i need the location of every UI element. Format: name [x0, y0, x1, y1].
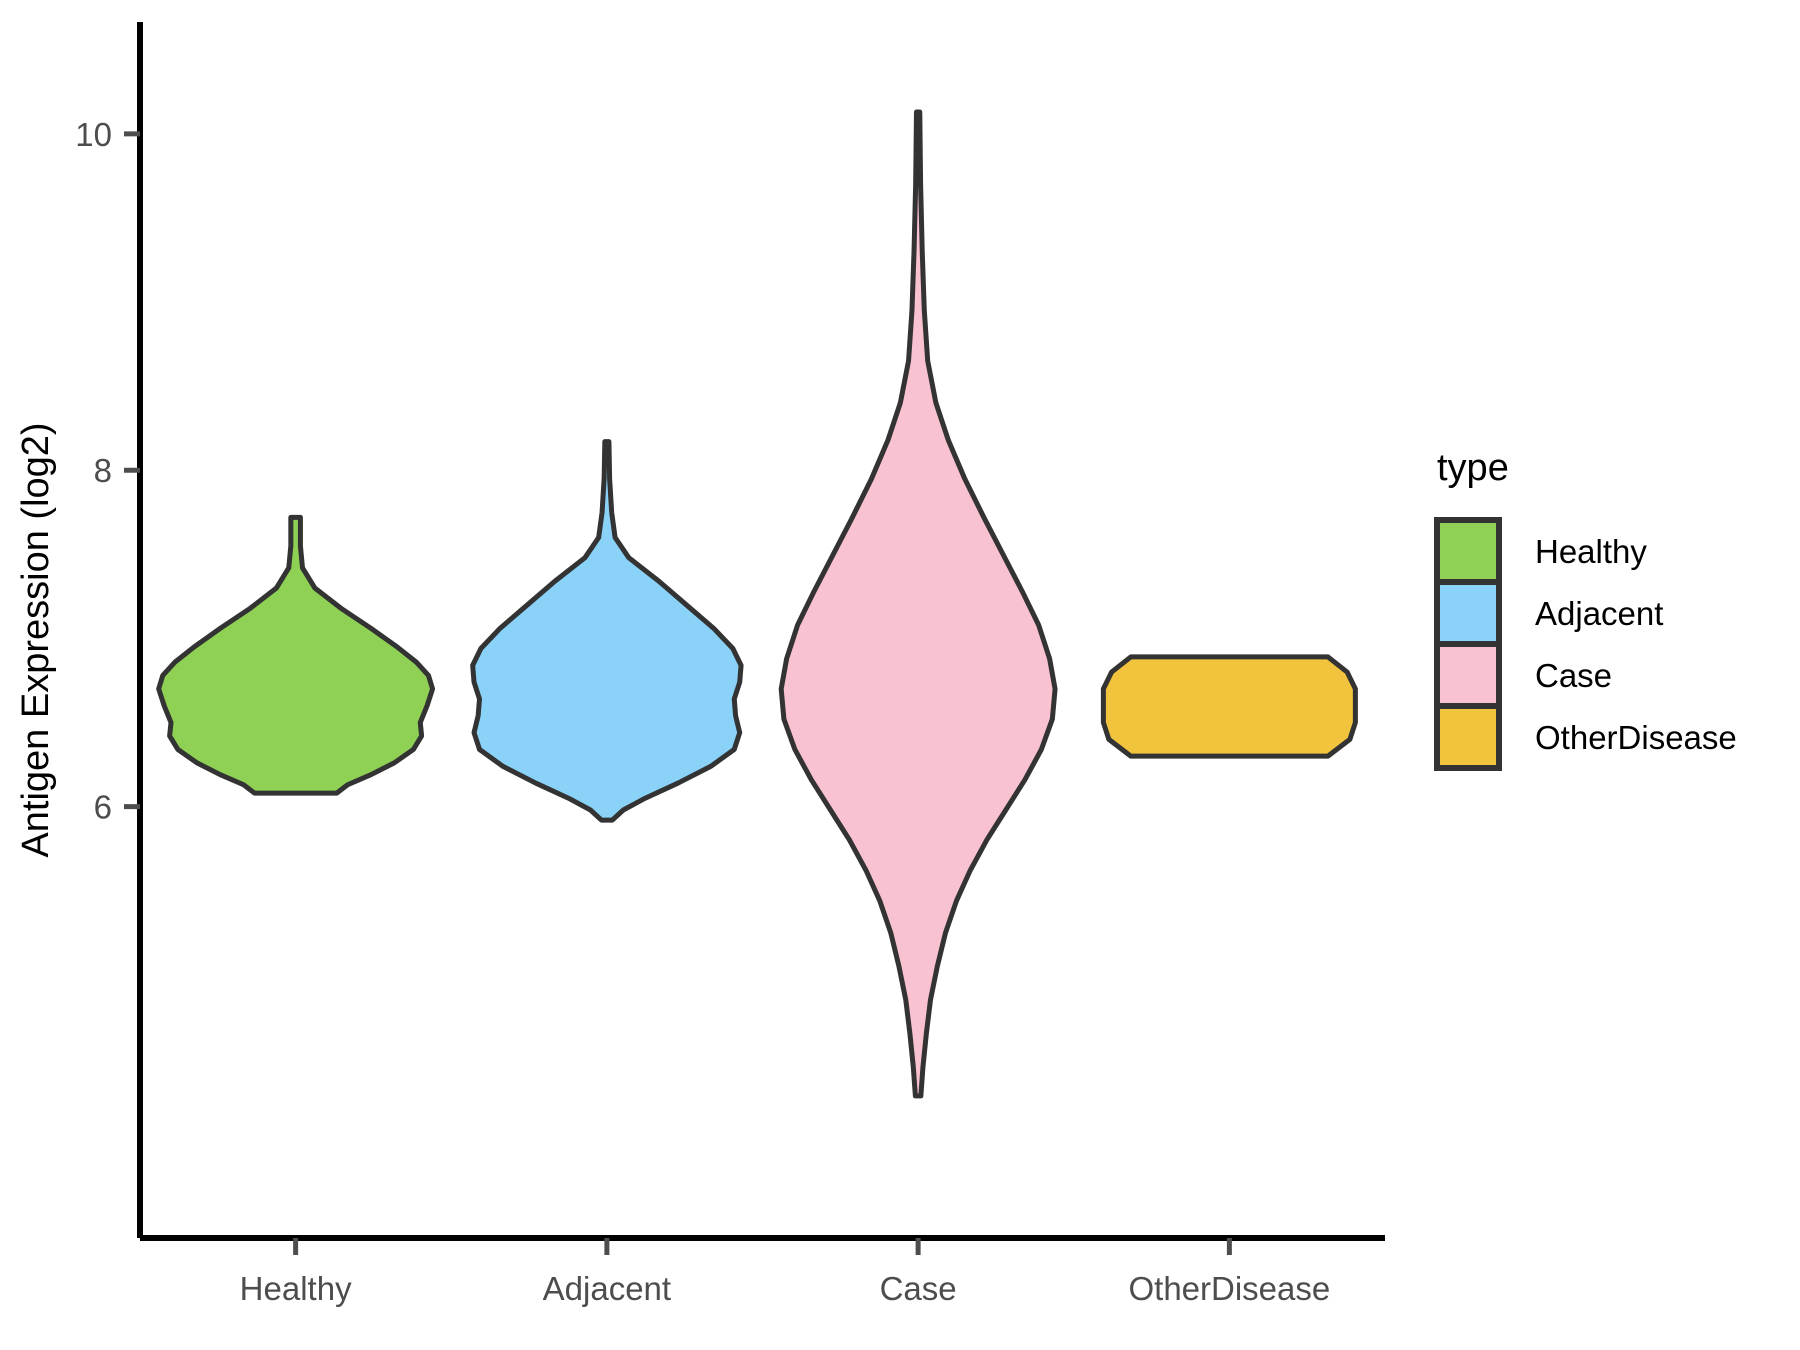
x-axis: Healthy Adjacent Case OtherDisease	[140, 1235, 1385, 1307]
legend-swatch-otherdisease[interactable]	[1434, 703, 1502, 771]
legend-label-adjacent: Adjacent	[1535, 595, 1663, 632]
x-tick-label-case: Case	[880, 1270, 957, 1307]
y-tick-label: 10	[75, 116, 112, 153]
y-tick-label: 8	[94, 452, 112, 489]
legend-label-healthy: Healthy	[1535, 533, 1647, 570]
violin-case[interactable]	[778, 109, 1058, 1099]
violin-otherdisease[interactable]	[1100, 654, 1358, 759]
legend-swatch-healthy[interactable]	[1434, 517, 1502, 585]
x-axis-ticks: Healthy Adjacent Case OtherDisease	[240, 1238, 1330, 1307]
violin-series-group	[156, 109, 1358, 1099]
legend-swatch-case[interactable]	[1434, 641, 1502, 709]
x-tick-label-otherdisease: OtherDisease	[1128, 1270, 1330, 1307]
y-tick-label: 6	[94, 789, 112, 826]
y-axis-title: Antigen Expression (log2)	[15, 422, 57, 857]
violin-adjacent[interactable]	[470, 439, 744, 823]
legend-swatch-adjacent[interactable]	[1434, 579, 1502, 647]
x-tick-label-healthy: Healthy	[240, 1270, 352, 1307]
legend-title: type	[1437, 447, 1509, 489]
x-tick-label-adjacent: Adjacent	[543, 1270, 671, 1307]
y-axis-ticks: 6 8 10	[75, 116, 140, 826]
legend-label-case: Case	[1535, 657, 1612, 694]
y-axis: 6 8 10	[75, 22, 143, 1238]
legend-label-otherdisease: OtherDisease	[1535, 719, 1737, 756]
violin-healthy[interactable]	[156, 514, 436, 796]
